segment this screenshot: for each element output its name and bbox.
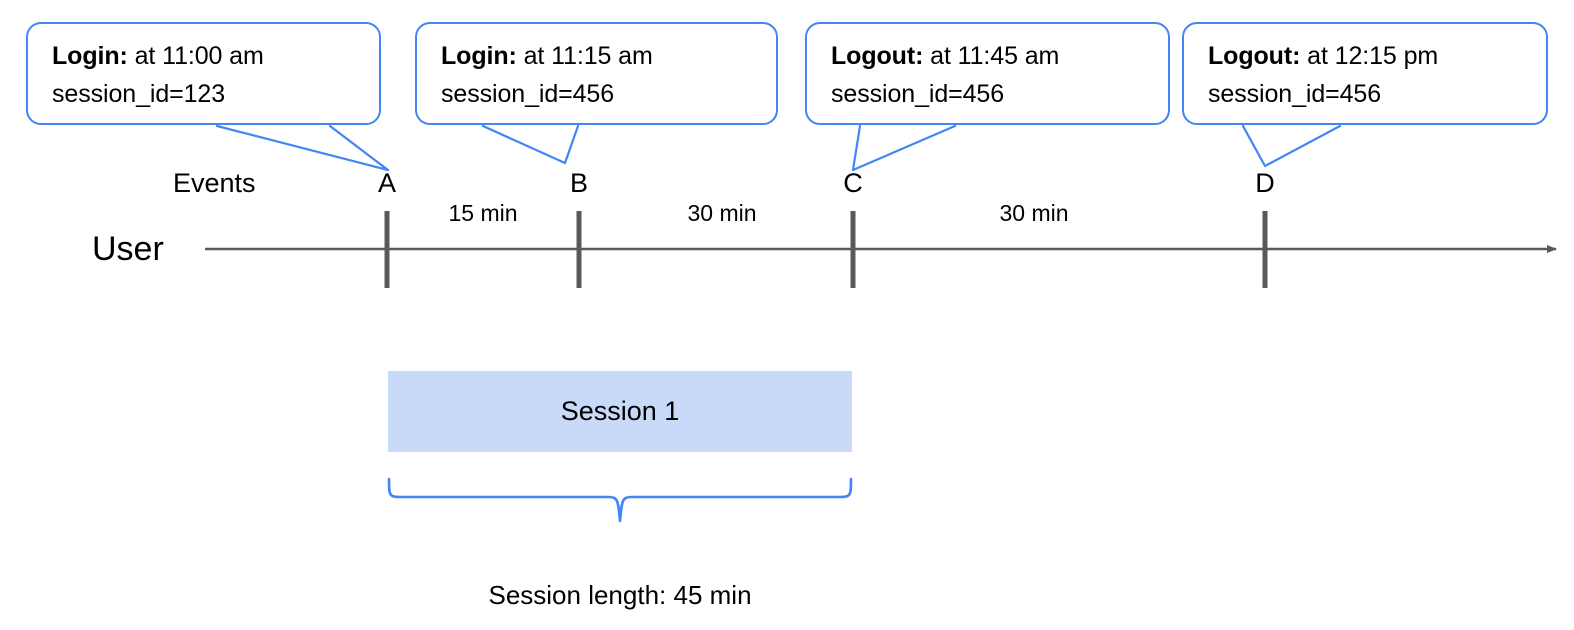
interval-label-c-d: 30 min <box>999 200 1069 226</box>
callout-B-line1: Login: at 11:15 am <box>441 37 776 75</box>
callout-C-time: at 11:45 am <box>930 42 1060 70</box>
callout-B: Login: at 11:15 am session_id=456 <box>415 22 778 125</box>
callout-D-event: Logout: <box>1208 42 1301 70</box>
interval-label-a-b: 15 min <box>448 200 518 226</box>
callout-A-event: Login: <box>52 42 128 70</box>
callout-D-session-id: session_id=456 <box>1208 80 1382 108</box>
session-bar-label: Session 1 <box>560 396 680 426</box>
events-row-label: Events <box>173 168 256 198</box>
callout-B-event: Login: <box>441 42 517 70</box>
callout-A-line1: Login: at 11:00 am <box>52 37 379 75</box>
callout-B-session-id: session_id=456 <box>441 80 615 108</box>
event-marker-B: B <box>569 168 589 198</box>
callout-A-tail <box>215 124 390 172</box>
callout-C-tail <box>851 124 957 172</box>
session-bar: Session 1 <box>388 371 852 452</box>
callout-D-time: at 12:15 pm <box>1307 42 1439 70</box>
callout-A-session-id: session_id=123 <box>52 80 226 108</box>
event-marker-C: C <box>843 168 863 198</box>
callout-B-time: at 11:15 am <box>523 42 653 70</box>
callout-D: Logout: at 12:15 pm session_id=456 <box>1182 22 1548 125</box>
callout-A-time: at 11:00 am <box>134 42 264 70</box>
interval-label-b-c: 30 min <box>687 200 757 226</box>
callout-D-line1: Logout: at 12:15 pm <box>1208 37 1546 75</box>
session-length-caption: Session length: 45 min <box>488 580 752 610</box>
event-marker-D: D <box>1255 168 1275 198</box>
event-marker-A: A <box>377 168 397 198</box>
callout-C-event: Logout: <box>831 42 924 70</box>
session-length-brace <box>387 477 853 523</box>
callout-C-line1: Logout: at 11:45 am <box>831 37 1168 75</box>
callout-B-tail <box>481 124 580 165</box>
callout-D-tail <box>1241 124 1342 168</box>
callout-C: Logout: at 11:45 am session_id=456 <box>805 22 1170 125</box>
callout-C-session-id: session_id=456 <box>831 80 1005 108</box>
user-axis-label: User <box>92 230 164 268</box>
callout-A: Login: at 11:00 am session_id=123 <box>26 22 381 125</box>
